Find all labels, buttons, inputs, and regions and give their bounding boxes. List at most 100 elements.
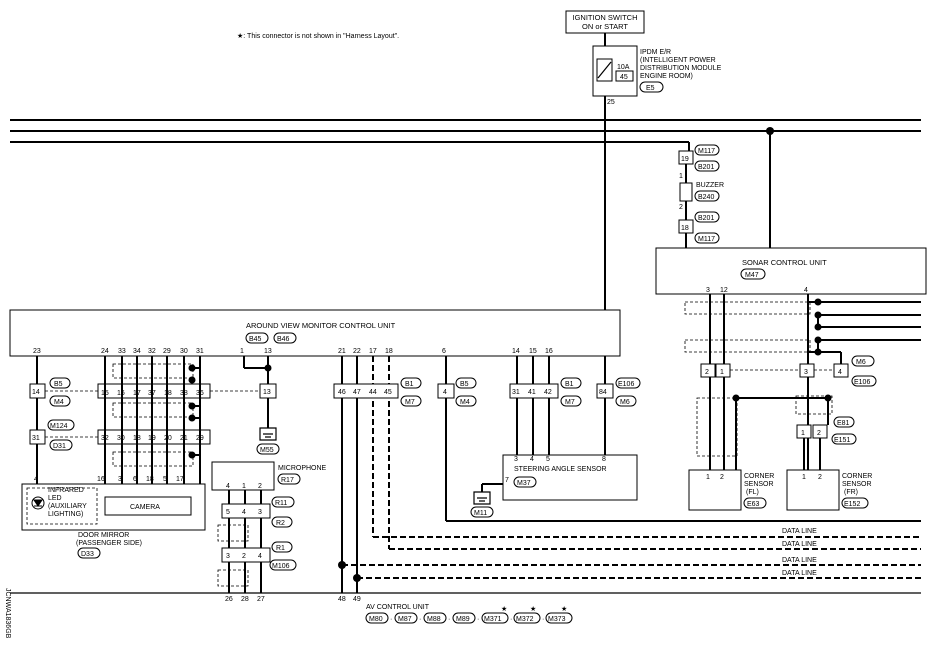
- mid-pin-44: 44: [369, 389, 377, 396]
- dm-cam-pin-17: 17: [176, 476, 184, 483]
- av-conn-m88: M88: [427, 616, 441, 623]
- b5-conn: B5: [54, 381, 63, 388]
- steer-pin-41: 41: [528, 389, 536, 396]
- data-line-1: DATA LINE: [782, 528, 817, 535]
- ignition-switch-label: IGNITION SWITCH: [573, 13, 638, 22]
- dm-cam-pin-5: 5: [163, 476, 167, 483]
- row2-pin-18: 18: [133, 435, 141, 442]
- sensor-pin-4: 4: [838, 369, 842, 376]
- mic-top-pin-1: 1: [242, 483, 246, 490]
- ipdm-label-1: IPDM E/R: [640, 49, 671, 56]
- b5-pin-14: 14: [32, 389, 40, 396]
- corner-fl-pin2: 2: [720, 474, 724, 481]
- mid-conn-m7: M7: [405, 399, 415, 406]
- fuse-number: 45: [620, 74, 628, 81]
- svg-text:·: ·: [542, 616, 544, 623]
- sensor-conn-m6: M6: [856, 359, 866, 366]
- row2-pin-30: 30: [117, 435, 125, 442]
- steering-connector: M37: [517, 480, 531, 487]
- mic-conn-m106: M106: [272, 563, 290, 570]
- door-mirror-label-2: (PASSENGER SIDE): [76, 540, 142, 547]
- svg-text:·: ·: [477, 616, 479, 623]
- door-mirror-connector: D33: [81, 551, 94, 558]
- av-conn-m80: M80: [369, 616, 383, 623]
- steer-s-pin-3: 3: [514, 456, 518, 463]
- avm-pin-22: 22: [353, 348, 361, 355]
- sensor-conn-e81: E81: [837, 420, 850, 427]
- sensor-pin-2: 2: [705, 369, 709, 376]
- av-label: AV CONTROL UNIT: [366, 604, 430, 611]
- avm-pin-24: 24: [101, 348, 109, 355]
- row2-pin-20: 20: [164, 435, 172, 442]
- svg-text:·: ·: [448, 616, 450, 623]
- mic-row2-3: 3: [226, 553, 230, 560]
- m124-pin-31: 31: [32, 435, 40, 442]
- steer-pin-42: 42: [544, 389, 552, 396]
- avm-pin-29: 29: [163, 348, 171, 355]
- m124-conn: M124: [50, 423, 68, 430]
- steer-pin-31: 31: [512, 389, 520, 396]
- ground-m55-symbol: [259, 427, 277, 441]
- sonar-pin-12: 12: [720, 287, 728, 294]
- mid-pin-46: 46: [338, 389, 346, 396]
- corner-fl-pin1: 1: [706, 474, 710, 481]
- corner-fl-l2: SENSOR: [744, 481, 774, 488]
- ground-m11-symbol: [473, 491, 491, 505]
- corner-fl-l3: (FL): [746, 489, 759, 496]
- data-line-3: DATA LINE: [782, 557, 817, 564]
- camera-wire-group: [104, 356, 201, 484]
- av-conn-m89: M89: [456, 616, 470, 623]
- avm-pin-32: 32: [148, 348, 156, 355]
- avm-pin-6: 6: [442, 348, 446, 355]
- steer-conn-m7: M7: [565, 399, 575, 406]
- sonar-control-unit: [655, 247, 927, 295]
- avm-pin-18: 18: [385, 348, 393, 355]
- avm-control-unit: [9, 309, 621, 357]
- av-pin-49: 49: [353, 596, 361, 603]
- svg-text:·: ·: [510, 616, 512, 623]
- ipdm-label-2: (INTELLIGENT POWER: [640, 57, 716, 64]
- steer-s-pin-5: 5: [546, 456, 550, 463]
- ipdm-pin: 25: [607, 99, 615, 106]
- ground-m11: M11: [474, 510, 487, 517]
- avm-conn-b45: B45: [249, 336, 262, 343]
- row2-pin-21: 21: [180, 435, 188, 442]
- ign-conn-e106: E106: [618, 381, 634, 388]
- corner-fr-l2: SENSOR: [842, 481, 872, 488]
- avm-conn-b46: B46: [277, 336, 290, 343]
- svg-text:·: ·: [419, 616, 421, 623]
- star-m373: ★: [561, 605, 567, 613]
- steer-s-pin-4: 4: [530, 456, 534, 463]
- microphone-box: [211, 461, 275, 491]
- conn6-m4: M4: [460, 399, 470, 406]
- avm-pin-13: 13: [264, 348, 272, 355]
- camera-label: CAMERA: [130, 504, 160, 511]
- av-conn-m372: M372: [516, 616, 534, 623]
- ipdm-connector: E5: [646, 85, 655, 92]
- buzzer-pin-2: 2: [679, 204, 683, 211]
- mid-conn-b1: B1: [405, 381, 414, 388]
- dm-pin-16: 16: [97, 476, 105, 483]
- mid-pin-47: 47: [353, 389, 361, 396]
- avm-pin-34: 34: [133, 348, 141, 355]
- d31-conn: D31: [53, 443, 66, 450]
- avm-pin-31: 31: [196, 348, 204, 355]
- sonar-label: SONAR CONTROL UNIT: [742, 258, 827, 267]
- corner-fr-pin2: 2: [818, 474, 822, 481]
- corner-fr-l3: (FR): [844, 489, 858, 496]
- av-conn-m373: M373: [548, 616, 566, 623]
- sensor-pin-1: 1: [720, 369, 724, 376]
- av-conn-m87: M87: [398, 616, 412, 623]
- corner-fr-pin1: 1: [802, 474, 806, 481]
- avm-pin-15: 15: [529, 348, 537, 355]
- sonar-pin-3: 3: [706, 287, 710, 294]
- ign-pin-84: 84: [599, 389, 607, 396]
- buzzer-conn-b240: B240: [698, 194, 714, 201]
- sonar-pin-4: 4: [804, 287, 808, 294]
- mic-top-pin-2: 2: [258, 483, 262, 490]
- mic-top-pin-4: 4: [226, 483, 230, 490]
- av-pin-48: 48: [338, 596, 346, 603]
- corner-fr-l1: CORNER: [842, 473, 872, 480]
- led-box: [26, 487, 98, 525]
- corner-fl-connector: E63: [747, 501, 760, 508]
